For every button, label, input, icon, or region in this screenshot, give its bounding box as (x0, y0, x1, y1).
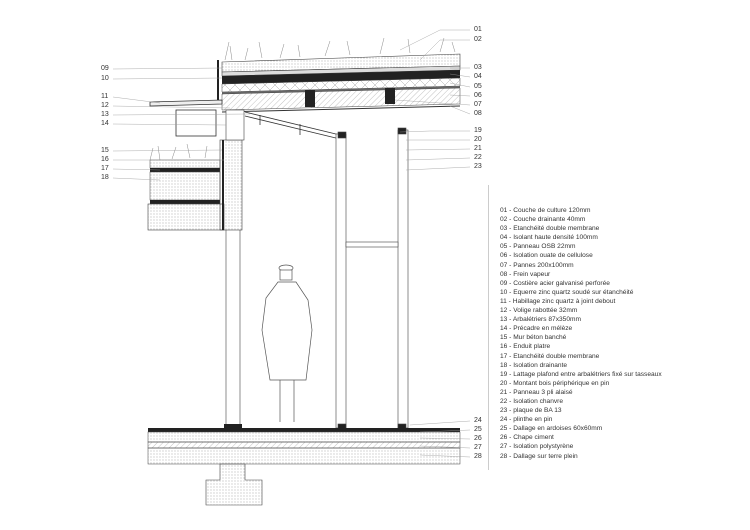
callout-13: 13 (101, 111, 109, 118)
callout-10: 10 (101, 75, 109, 82)
legend-item: 09 - Costière acier galvanisé perforée (500, 279, 610, 287)
legend-item: 26 - Chape ciment (500, 434, 554, 442)
legend-item: 10 - Equerre zinc quartz soudé sur étanc… (500, 288, 634, 296)
callout-15: 15 (101, 147, 109, 154)
callout-22: 22 (474, 154, 482, 161)
callout-03: 03 (474, 64, 482, 71)
timber-partition (335, 127, 409, 431)
legend-item: 27 - Isolation polystyrène (500, 443, 574, 451)
callout-08: 08 (474, 110, 482, 117)
callout-02: 02 (474, 36, 482, 43)
legend-item: 03 - Etanchéité double membrane (500, 225, 600, 233)
callout-16: 16 (101, 156, 109, 163)
legend-item: 01 - Couche de culture 120mm (500, 207, 591, 214)
callout-01: 01 (474, 26, 482, 33)
callout-24: 24 (474, 417, 482, 424)
legend-item: 21 - Panneau 3 pli alaisé (500, 388, 573, 396)
callout-20: 20 (474, 136, 482, 143)
callout-25: 25 (474, 426, 482, 433)
legend-divider (488, 185, 489, 470)
callout-28: 28 (474, 453, 482, 460)
callout-26: 26 (474, 435, 482, 442)
concrete-wall (147, 109, 245, 430)
legend-item: 08 - Frein vapeur (500, 270, 551, 278)
leader-lines (112, 29, 471, 458)
legend-item: 02 - Couche drainante 40mm (500, 216, 586, 224)
callout-18: 18 (101, 174, 109, 181)
legend-item: 06 - Isolation ouate de cellulose (500, 252, 593, 260)
legend-item: 20 - Montant bois périphérique en pin (500, 379, 610, 387)
callout-04: 04 (474, 73, 482, 80)
legend-item: 07 - Pannes 200x100mm (500, 261, 574, 269)
legend-item: 22 - Isolation chanvre (500, 397, 564, 405)
legend-item: 14 - Précadre en mélèze (500, 325, 573, 333)
callout-27: 27 (474, 444, 482, 451)
legend-item: 13 - Arbalétriers 87x350mm (500, 316, 581, 324)
callout-23: 23 (474, 163, 482, 170)
legend-item: 19 - Lattage plafond entre arbalétriers … (500, 370, 662, 378)
legend-item: 28 - Dallage sur terre plein (500, 452, 578, 460)
legend-item: 04 - Isolant haute densité 100mm (500, 234, 598, 242)
callout-19: 19 (474, 127, 482, 134)
callout-12: 12 (101, 102, 109, 109)
human-figure (261, 264, 313, 422)
legend-item: 25 - Dallage en ardoises 60x60mm (500, 425, 603, 433)
callout-11: 11 (101, 93, 109, 100)
floor-slab (147, 428, 461, 506)
legend-item: 23 - plaque de BA 13 (500, 407, 562, 415)
legend-item: 16 - Enduit platre (500, 343, 551, 351)
legend-item: 18 - Isolation drainante (500, 361, 568, 369)
legend-item: 17 - Etanchéité double membrane (500, 352, 600, 360)
callout-09: 09 (101, 65, 109, 72)
legend-item: 05 - Panneau OSB 22mm (500, 243, 576, 251)
legend-item: 11 - Habillage zinc quartz à joint debou… (500, 297, 616, 305)
callout-06: 06 (474, 92, 482, 99)
legend-item: 12 - Volige rabottée 32mm (500, 307, 578, 315)
legend-item: 24 - plinthe en pin (500, 416, 553, 424)
callout-07: 07 (474, 101, 482, 108)
callout-17: 17 (101, 165, 109, 172)
materials-legend: 01 - Couche de culture 120mm 02 - Couche … (500, 206, 662, 461)
callout-14: 14 (101, 120, 109, 127)
legend-item: 15 - Mur béton banché (500, 334, 567, 342)
callout-21: 21 (474, 145, 482, 152)
green-roof (217, 37, 461, 113)
callout-05: 05 (474, 83, 482, 90)
